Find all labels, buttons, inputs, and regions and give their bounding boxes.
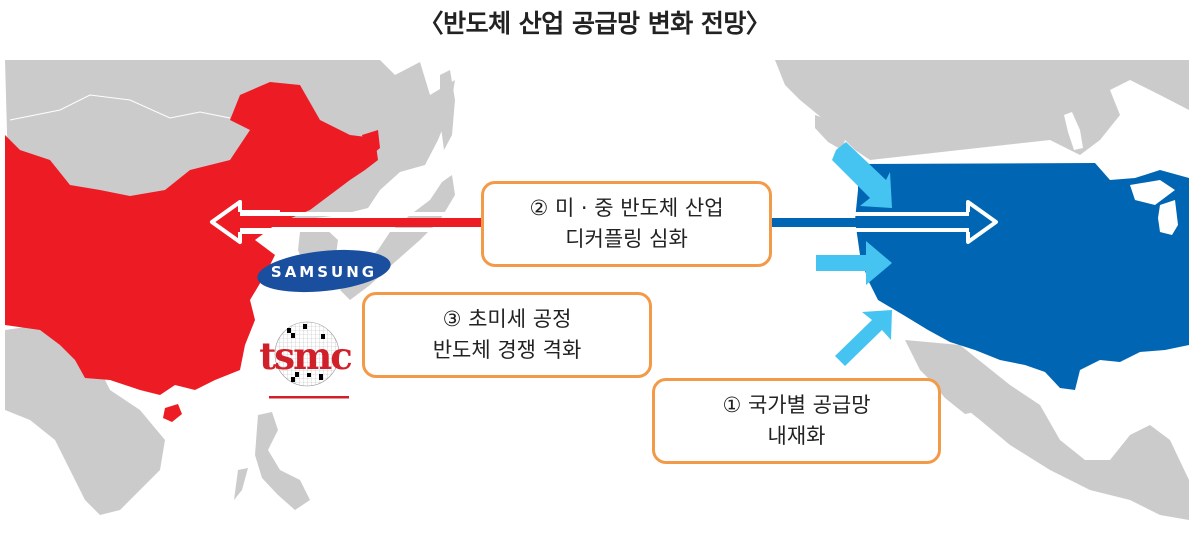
inflow-arrow-w: [816, 241, 892, 285]
callout-advanced-process-line1: ③ 초미세 공정: [442, 307, 572, 331]
callout-decoupling-line1: ② 미 · 중 반도체 산업: [529, 196, 724, 220]
tsmc-logo: tsmc: [255, 318, 355, 400]
callout-decoupling: ② 미 · 중 반도체 산업 디커플링 심화: [481, 181, 772, 267]
north-america-landmass: [775, 60, 1189, 520]
inflow-arrow-sw: [835, 310, 892, 366]
pacific-map: [5, 60, 1189, 520]
decoupling-arrows: [210, 200, 998, 244]
callout-decoupling-line2: 디커플링 심화: [565, 227, 688, 251]
diagram-title: 〈반도체 산업 공급망 변화 전망〉: [418, 9, 771, 38]
inflow-arrows: [816, 142, 892, 366]
hainan-island: [163, 404, 182, 422]
samsung-wordmark: SAMSUNG: [271, 263, 377, 281]
callout-domestic-supply-chain: ① 국가별 공급망 내재화: [652, 378, 941, 464]
callout-domestic-supply-chain-line2: 내재화: [767, 424, 826, 448]
tsmc-wordmark: tsmc: [259, 334, 353, 378]
inflow-arrow-nw: [832, 142, 892, 208]
samsung-logo: SAMSUNG: [255, 248, 393, 294]
callout-advanced-process-line2: 반도체 경쟁 격화: [432, 338, 582, 362]
callout-advanced-process: ③ 초미세 공정 반도체 경쟁 격화: [362, 292, 652, 378]
china-region: [5, 82, 378, 395]
right-arrow-shaft: [775, 212, 969, 216]
callout-domestic-supply-chain-line1: ① 국가별 공급망: [722, 393, 871, 417]
